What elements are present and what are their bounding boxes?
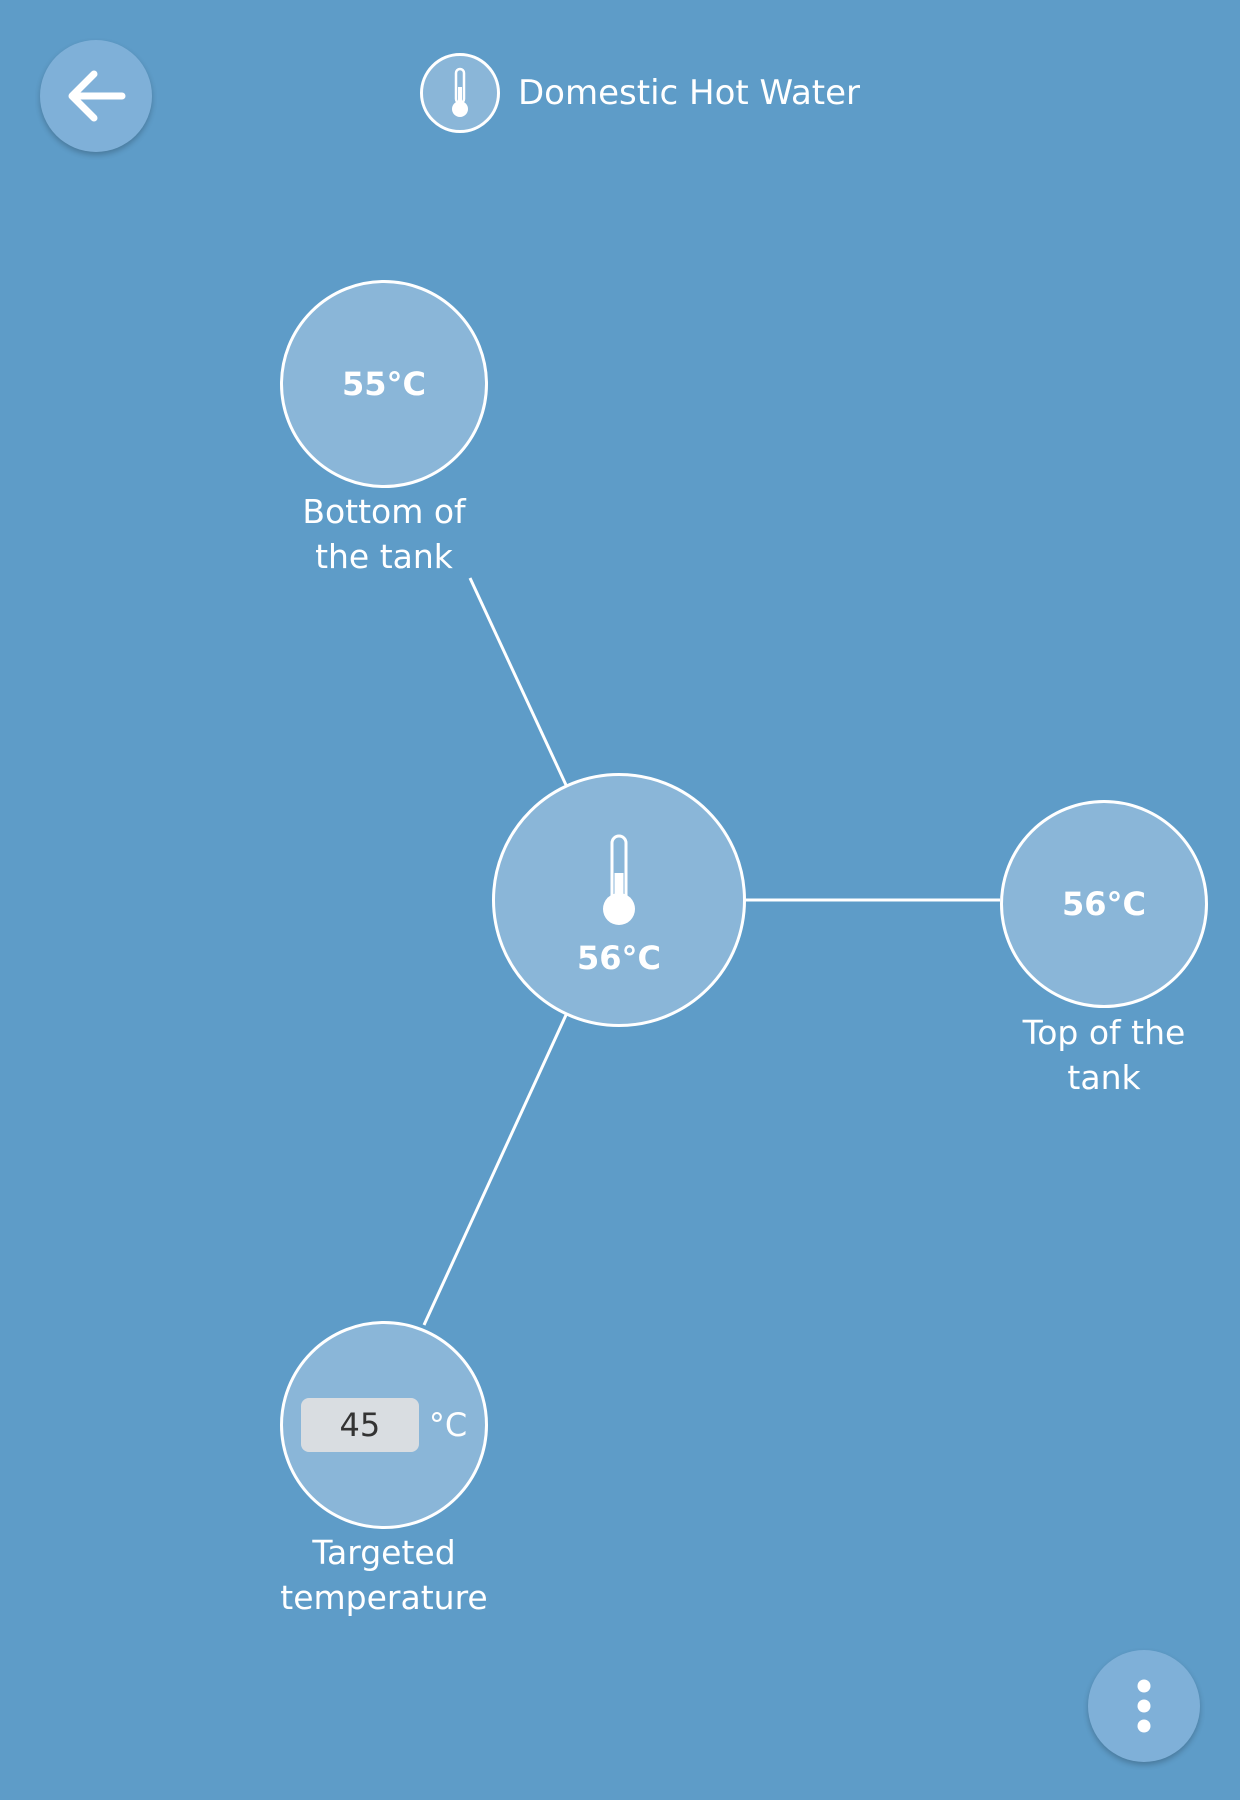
top-sensor-value: 56°C <box>1061 885 1146 923</box>
thermometer-icon <box>603 834 635 925</box>
bottom-sensor-label-line2: the tank <box>315 537 453 576</box>
central-temperature-value: 56°C <box>576 939 661 977</box>
target-temperature-input[interactable]: 45 <box>300 1398 419 1452</box>
back-button[interactable] <box>40 40 152 152</box>
central-temperature-node[interactable]: 56°C <box>492 773 746 1027</box>
bottom-sensor-label: Bottom of the tank <box>234 489 534 579</box>
top-sensor-label-line2: tank <box>1067 1058 1141 1097</box>
top-sensor-label: Top of the tank <box>954 1010 1240 1100</box>
bottom-sensor-label-line1: Bottom of <box>302 492 466 531</box>
more-menu-button[interactable] <box>1088 1650 1200 1762</box>
arrow-left-icon <box>68 70 126 122</box>
target-temperature-node: 45 °C <box>280 1321 488 1529</box>
target-temperature-unit: °C <box>428 1406 468 1444</box>
target-temperature-label-line2: temperature <box>280 1578 488 1617</box>
bottom-sensor-node[interactable]: 55°C <box>280 280 488 488</box>
target-temperature-label: Targeted temperature <box>234 1530 534 1620</box>
connector-to-bottom-sensor <box>468 577 568 786</box>
top-sensor-label-line1: Top of the <box>1022 1013 1186 1052</box>
bottom-sensor-value: 55°C <box>341 365 426 403</box>
page-header: Domestic Hot Water <box>420 50 860 136</box>
target-temperature-label-line1: Targeted <box>312 1533 456 1572</box>
more-vertical-icon <box>1137 1679 1151 1733</box>
thermometer-icon <box>420 53 500 133</box>
connector-to-target <box>422 1014 568 1326</box>
page-title: Domestic Hot Water <box>518 73 861 113</box>
top-sensor-node[interactable]: 56°C <box>1000 800 1208 1008</box>
